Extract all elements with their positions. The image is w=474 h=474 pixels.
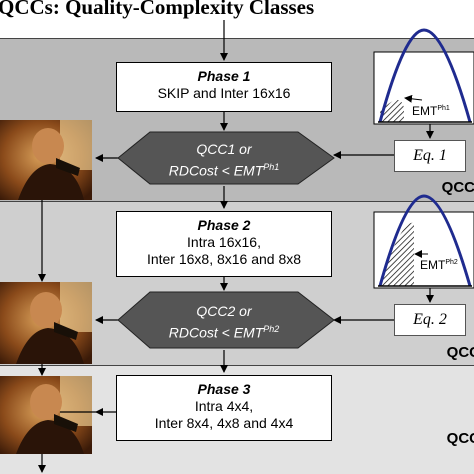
decision-qcc1-diamond <box>117 131 335 185</box>
band-label-qcc3: QCC <box>446 430 474 447</box>
phase-description: SKIP and Inter 16x16 <box>157 85 291 101</box>
video-frame-thumbnail <box>0 120 92 200</box>
equation-1-box: Eq. 1 <box>394 140 466 172</box>
decision-qcc2-diamond <box>117 291 335 349</box>
video-frame-thumbnail <box>0 282 92 364</box>
emt-ph2-curve-panel <box>373 194 474 289</box>
phase-heading: Phase 1 <box>197 68 251 84</box>
gaussian-curve <box>378 194 472 287</box>
emt-ph2-label: EMTPh2 <box>420 258 458 272</box>
phase-heading: Phase 2 <box>197 217 251 233</box>
emt-ph1-label: EMTPh1 <box>412 104 450 118</box>
phase-description: Intra 16x16, <box>187 234 261 250</box>
decision-qcc1-text: QCC1 or RDCost < EMTPh1 <box>168 141 280 179</box>
gaussian-curve <box>378 28 472 123</box>
phase-heading: Phase 3 <box>197 381 251 397</box>
phase-description: Inter 8x4, 4x8 and 4x4 <box>154 415 294 431</box>
emt-ph1-curve-panel <box>373 28 474 125</box>
phase-3-box: Phase 3 Intra 4x4, Inter 8x4, 4x8 and 4x… <box>116 375 332 441</box>
band-label-qcc1: QCC- <box>441 179 474 196</box>
phase-description: Inter 16x8, 8x16 and 8x8 <box>146 251 302 267</box>
band-label-qcc2: QCC <box>446 344 474 361</box>
video-frame-thumbnail <box>0 376 92 454</box>
diagram-title: QCCs: Quality-Complexity Classes <box>0 0 315 19</box>
phase-2-box: Phase 2 Intra 16x16, Inter 16x8, 8x16 an… <box>116 211 332 277</box>
equation-2-box: Eq. 2 <box>394 304 466 336</box>
phase-description: Intra 4x4, <box>194 398 254 414</box>
decision-qcc2-text: QCC2 or RDCost < EMTPh2 <box>168 303 280 341</box>
phase-1-box: Phase 1 SKIP and Inter 16x16 <box>116 62 332 112</box>
